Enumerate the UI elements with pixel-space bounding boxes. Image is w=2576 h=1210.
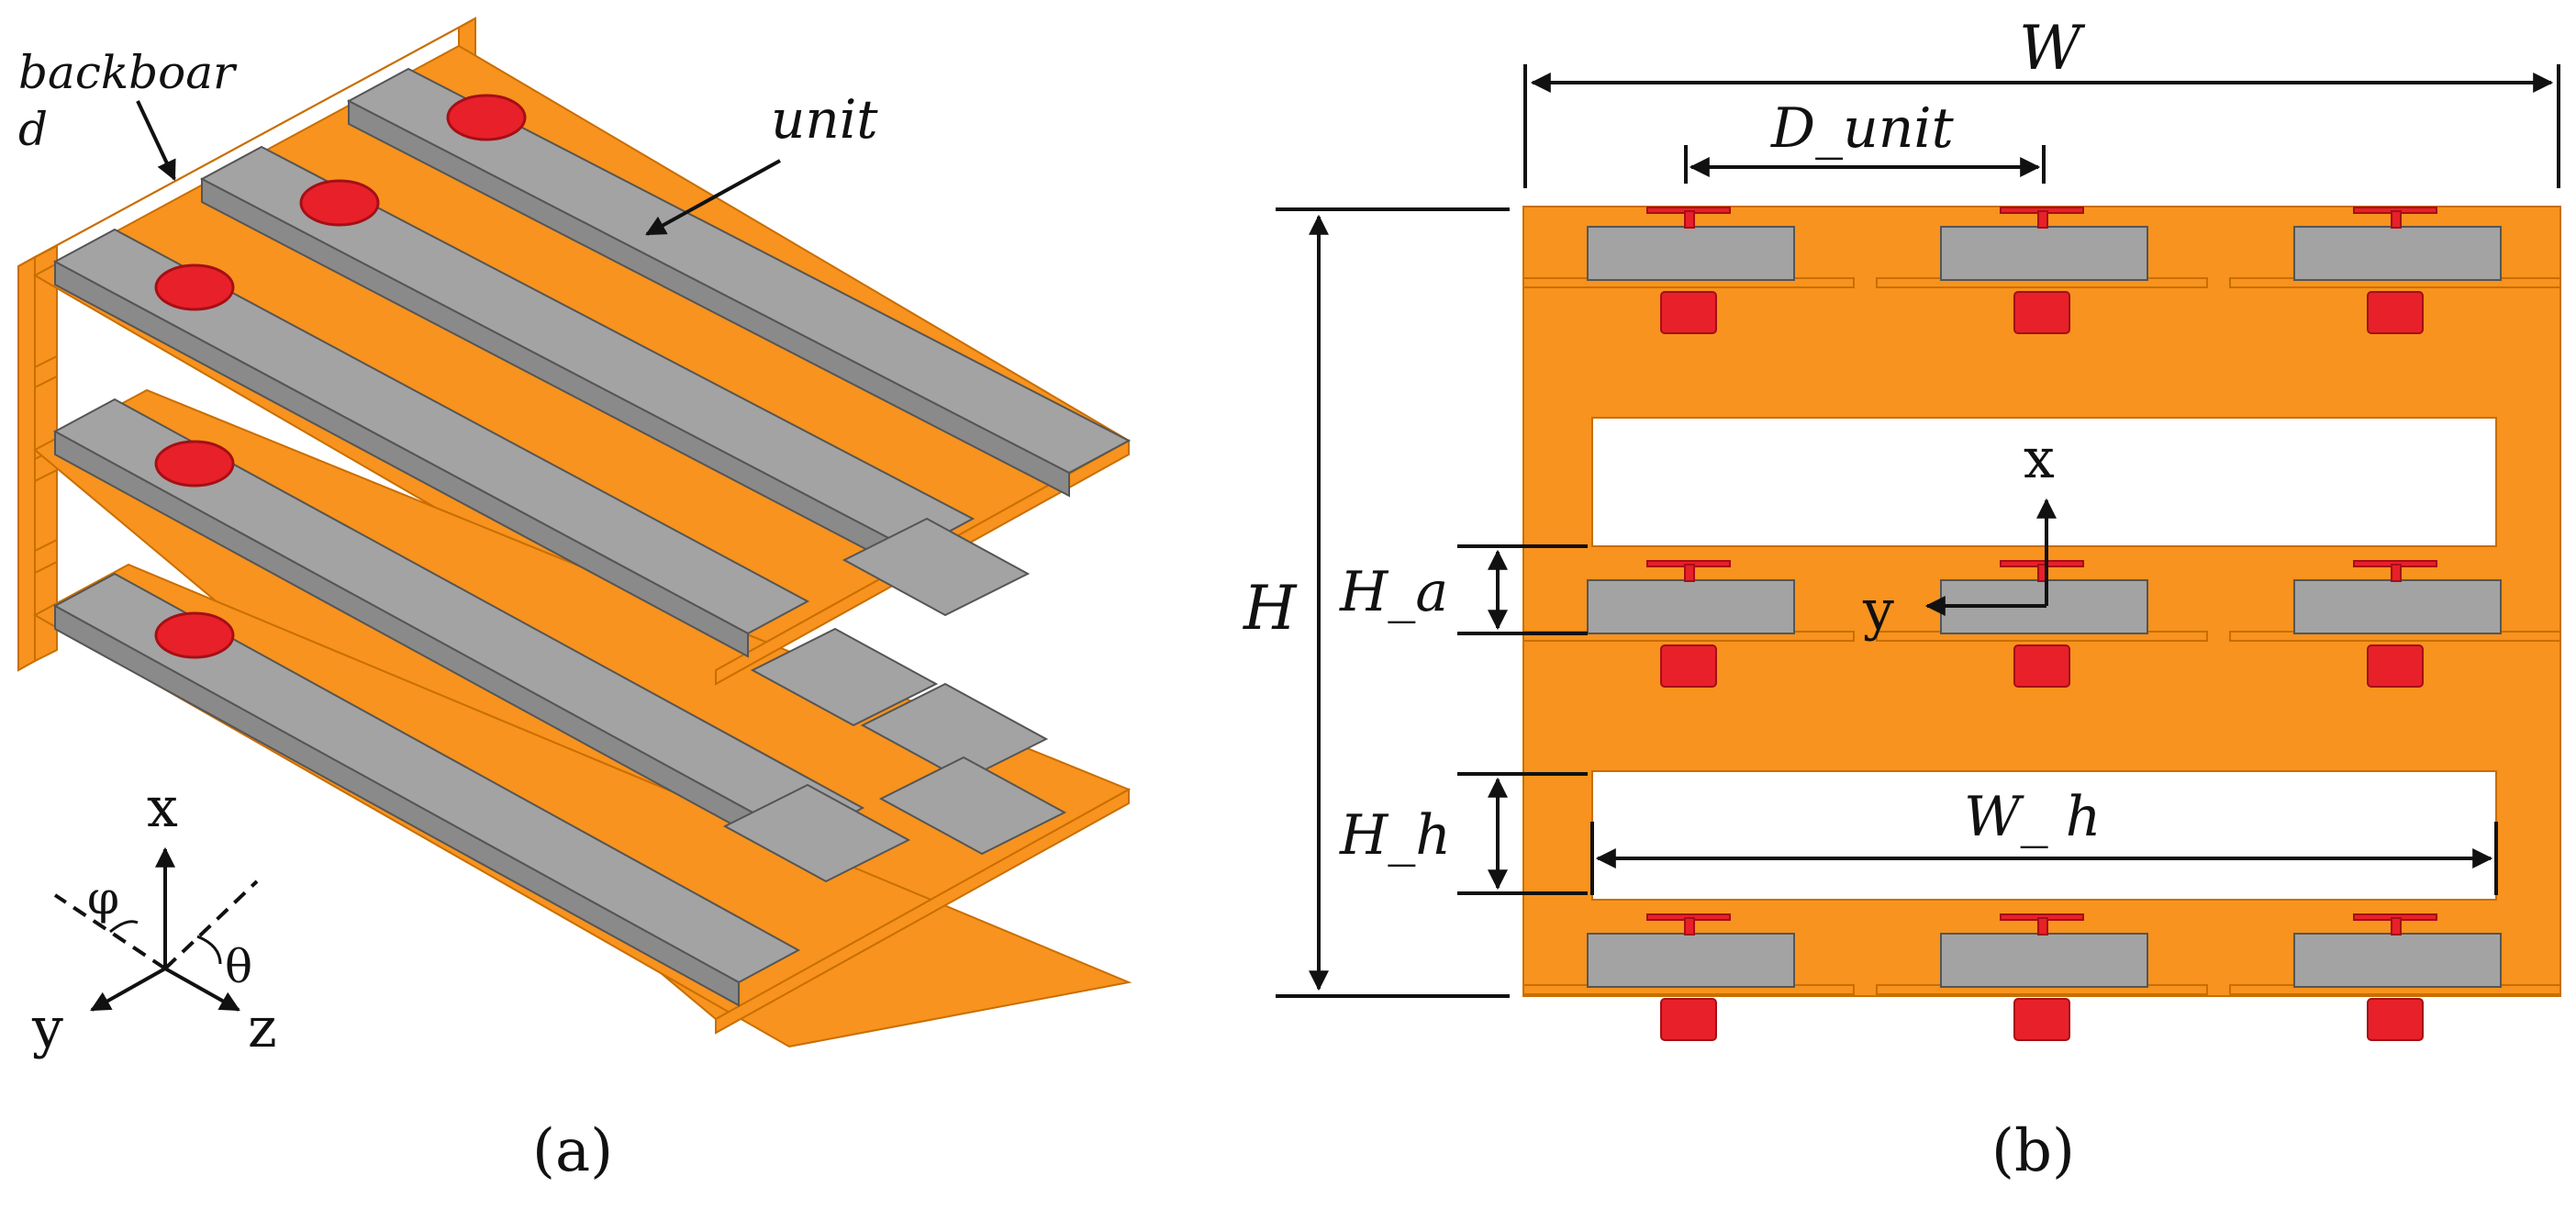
axis-y-label-b: y	[1862, 578, 1894, 643]
backboard-pointer	[136, 100, 176, 181]
dimension-lines	[1276, 64, 2560, 998]
feed-disc	[446, 94, 527, 141]
feed-discs	[154, 94, 527, 659]
feed-connector	[2367, 291, 2424, 334]
feed-disc	[154, 440, 235, 487]
label-W: W	[2019, 13, 2086, 84]
coordinate-axes-b	[1924, 498, 2057, 616]
unit-pointer	[645, 159, 781, 236]
unit-row-top	[1522, 207, 2561, 334]
feed-connector	[2013, 998, 2070, 1041]
label-H-a: H_a	[1339, 560, 1448, 624]
feed-connector	[2367, 998, 2424, 1041]
unit-block	[2293, 226, 2502, 281]
unit-block	[1587, 579, 1795, 634]
unit-bar-5	[52, 572, 801, 1007]
unit-block	[2293, 933, 2502, 988]
label-backboard-line2: d	[18, 103, 48, 156]
panel-a-isometric-view: backboar d unit x y z φ θ (a)	[17, 17, 1132, 1185]
label-W-h: W_ h	[1964, 785, 2101, 849]
feed-connector	[2013, 644, 2070, 688]
unit-stub-4	[722, 783, 911, 883]
unit-block	[1940, 226, 2148, 281]
unit-block	[1587, 933, 1795, 988]
feed-connector	[1660, 291, 1717, 334]
angle-phi-label: φ	[87, 871, 119, 924]
axis-x-label-b: x	[2024, 427, 2055, 491]
unit-stub-2	[750, 627, 939, 727]
label-D-unit: D_unit	[1770, 96, 1955, 161]
label-H: H	[1243, 573, 1298, 644]
feed-connector	[2013, 291, 2070, 334]
unit-row-bottom	[1522, 913, 2561, 1041]
unit-stub-5	[878, 756, 1067, 856]
unit-block	[1587, 226, 1795, 281]
feed-connector	[2367, 644, 2424, 688]
label-backboard-line1: backboar	[18, 46, 238, 99]
caption-a: (a)	[532, 1117, 613, 1185]
coordinate-axes-a	[53, 846, 259, 1012]
caption-b: (b)	[1991, 1117, 2075, 1185]
feed-disc	[154, 263, 235, 311]
unit-row-middle	[1522, 560, 2561, 688]
unit-stub-3	[860, 682, 1049, 782]
angle-theta-label: θ	[225, 940, 252, 993]
label-unit: unit	[771, 88, 878, 151]
axis-x-label-a: x	[147, 776, 178, 840]
unit-block	[2293, 579, 2502, 634]
label-H-h: H_h	[1339, 803, 1451, 868]
feed-disc	[299, 179, 380, 227]
backboard	[17, 17, 476, 672]
unit-bar-3	[52, 228, 810, 658]
unit-stub-1	[842, 517, 1031, 617]
feed-disc	[154, 611, 235, 659]
unit-bars	[52, 67, 1132, 1007]
unit-block	[1940, 933, 2148, 988]
axis-y-label-a: y	[31, 996, 63, 1060]
feed-connector	[1660, 644, 1717, 688]
unit-bar-1	[346, 67, 1132, 498]
axis-z-label-a: z	[248, 996, 277, 1060]
feed-connector	[1660, 998, 1717, 1041]
panel-b-front-view: W D_unit H H_a H_h W_ h x y (b)	[1243, 13, 2561, 1185]
